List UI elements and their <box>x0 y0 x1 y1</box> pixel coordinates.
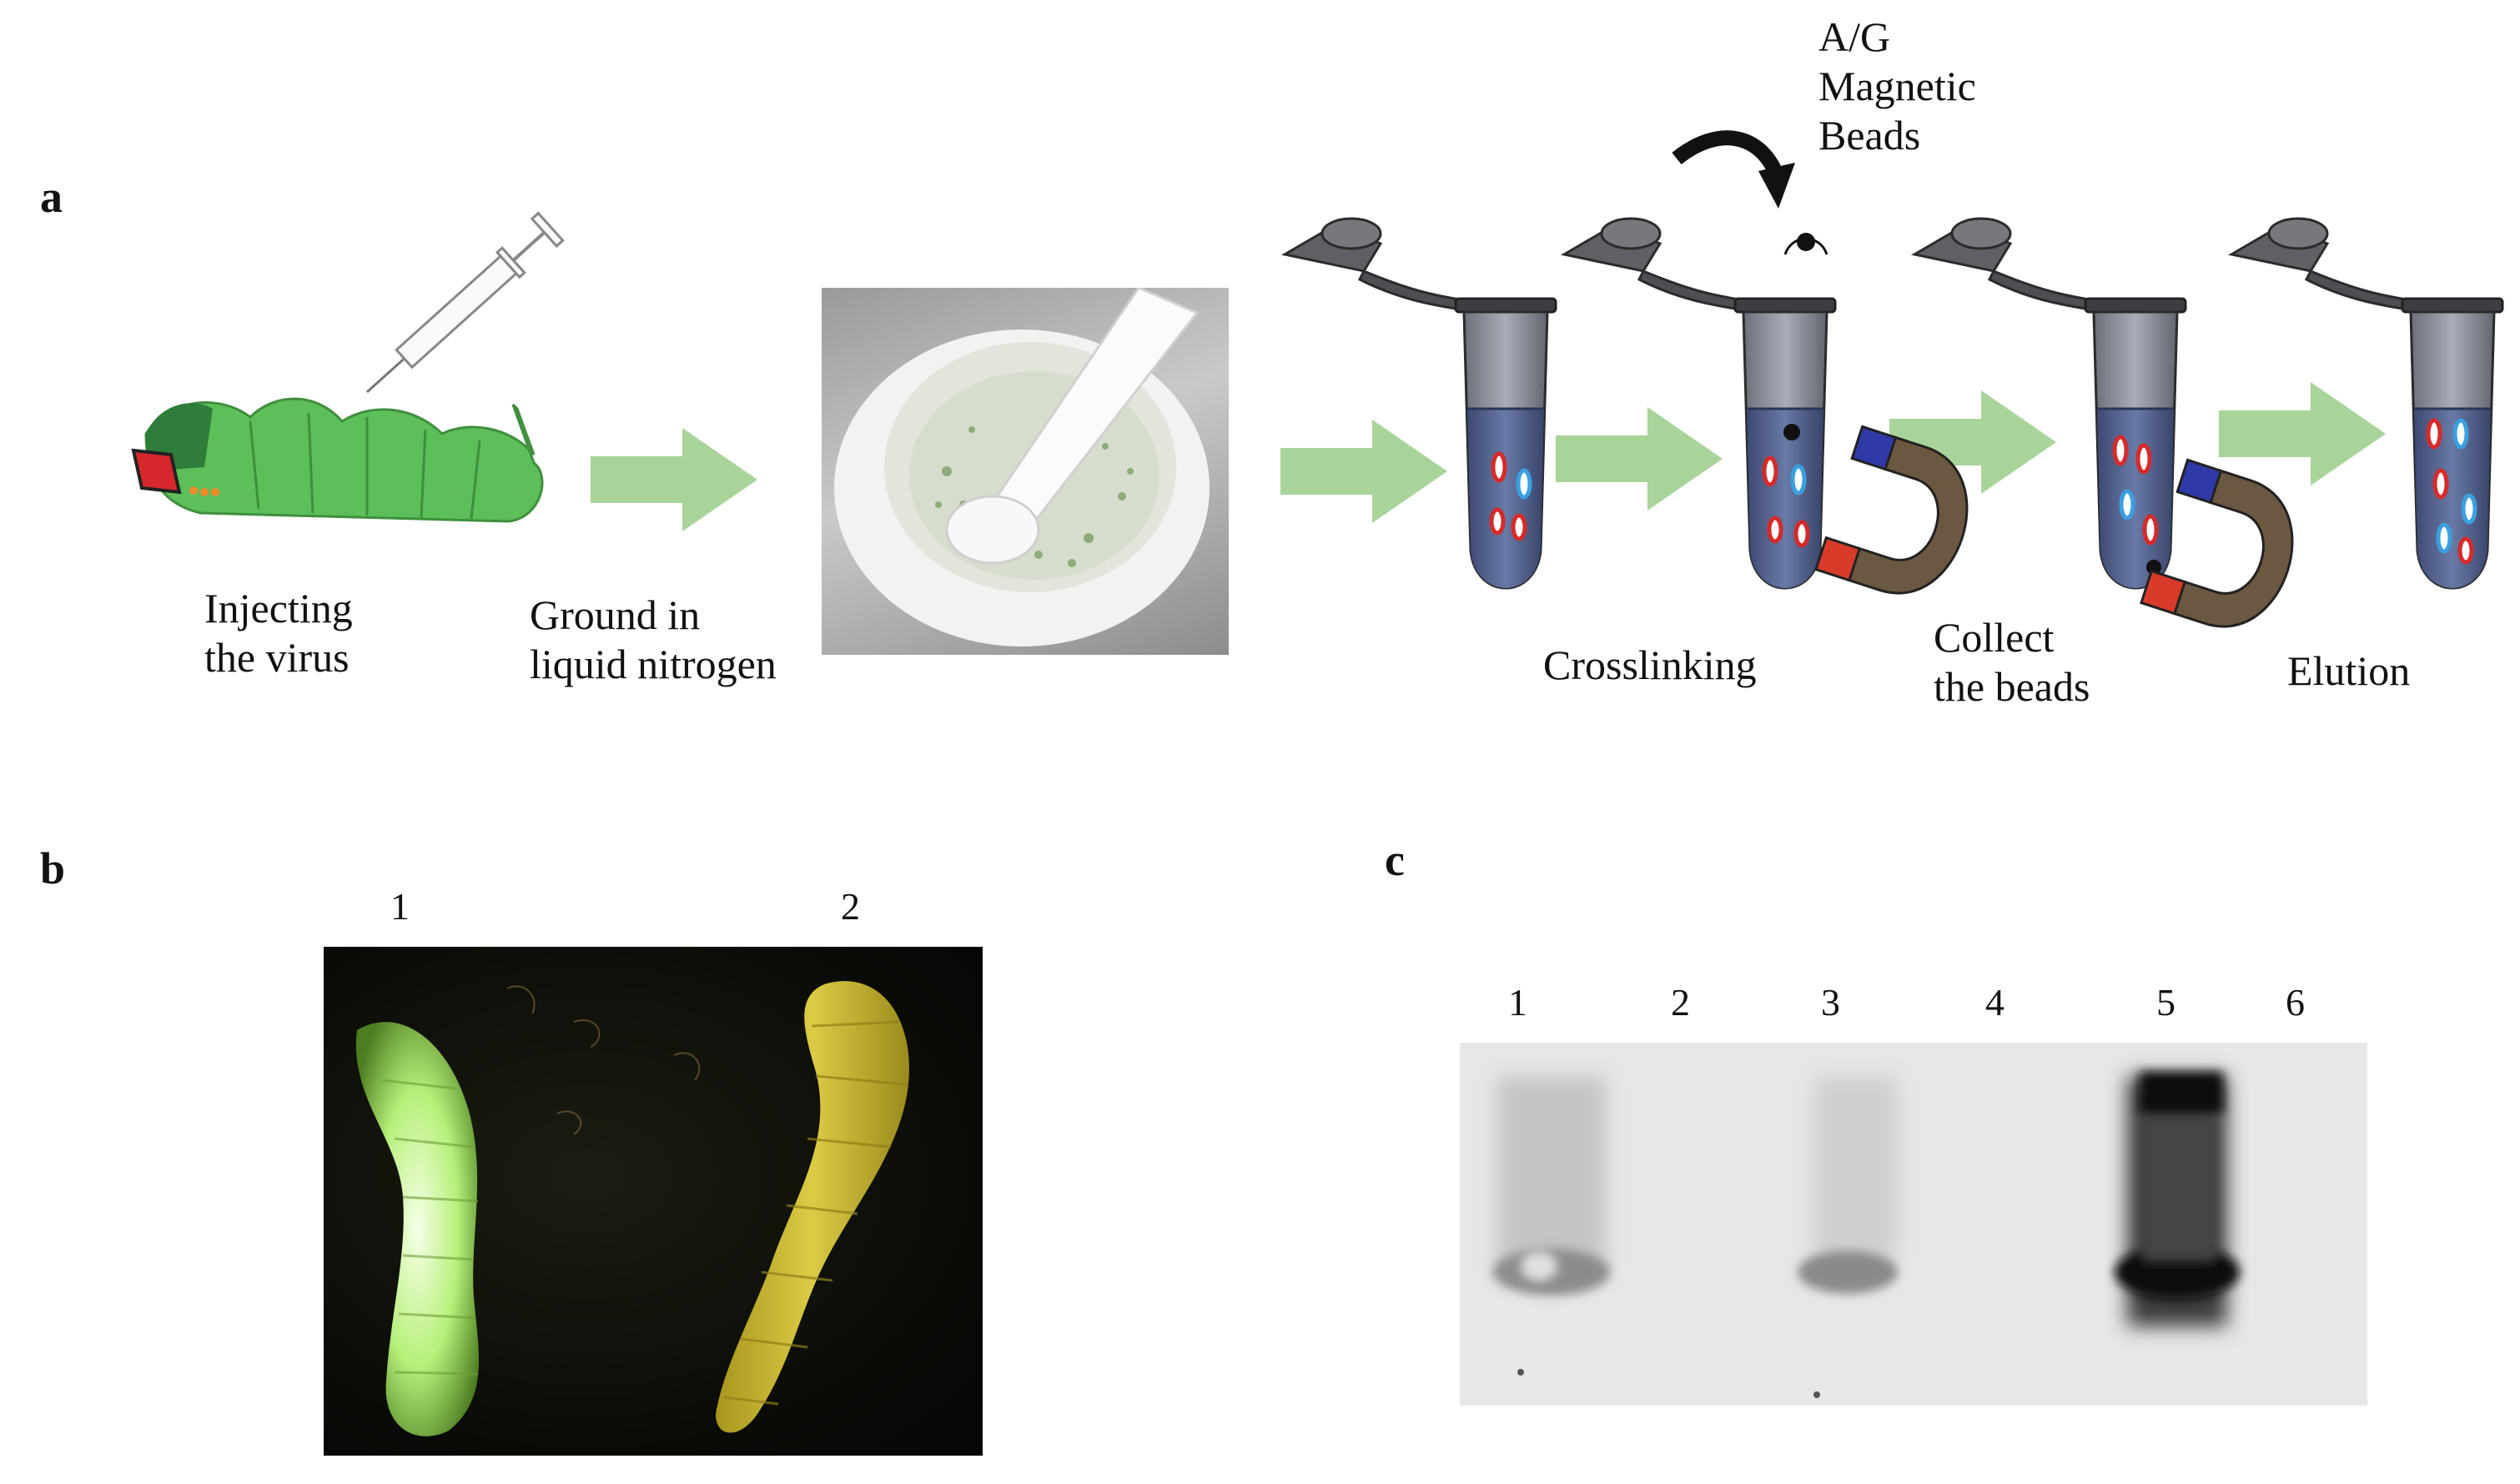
curved-arrow-icon <box>1672 130 1795 209</box>
tube-3 <box>1913 217 2187 590</box>
blot-lane-label: 1 <box>1508 981 1527 1024</box>
arrow-icon <box>591 428 757 531</box>
bead-icon <box>1783 233 1828 255</box>
arrow-icon <box>1280 420 1447 523</box>
mortar-pestle-photo <box>822 288 1229 655</box>
blot-lane-label: 5 <box>2156 981 2175 1024</box>
blot-lane-label: 4 <box>1985 981 2004 1024</box>
blot-lane-label: 3 <box>1821 981 1840 1024</box>
tube-4 <box>2230 217 2504 590</box>
yellow-larva <box>716 981 909 1433</box>
step-label-ground: Ground in liquid nitrogen <box>530 591 777 687</box>
panel-a-letter: a <box>40 172 63 222</box>
blot-lane-label: 2 <box>1671 981 1690 1024</box>
western-blot-image <box>1460 1043 2367 1406</box>
larva-lane-label: 2 <box>841 885 860 928</box>
arrow-icon <box>1556 407 1723 511</box>
step-label-injecting: Injecting the virus <box>204 585 353 681</box>
panel-b-letter: b <box>40 843 66 893</box>
beads-label: A/G Magnetic Beads <box>1818 13 1976 158</box>
panel-c-letter: c <box>1385 835 1405 885</box>
caterpillar-icon <box>131 397 544 523</box>
syringe-icon <box>365 211 565 394</box>
larva-lane-label: 1 <box>390 885 410 928</box>
blot-lane-label: 6 <box>2286 981 2305 1024</box>
step-label-elution: Elution <box>2287 647 2411 694</box>
green-larva <box>355 1022 480 1436</box>
step-label-collect: Collect the beads <box>1934 614 2090 710</box>
step-label-crosslinking: Crosslinking <box>1543 641 1757 688</box>
tube-1 <box>1283 217 1557 590</box>
fluorescent-larvae-photo <box>324 947 983 1456</box>
tube-2 <box>1562 217 1837 590</box>
arrow-icon <box>2219 382 2386 485</box>
